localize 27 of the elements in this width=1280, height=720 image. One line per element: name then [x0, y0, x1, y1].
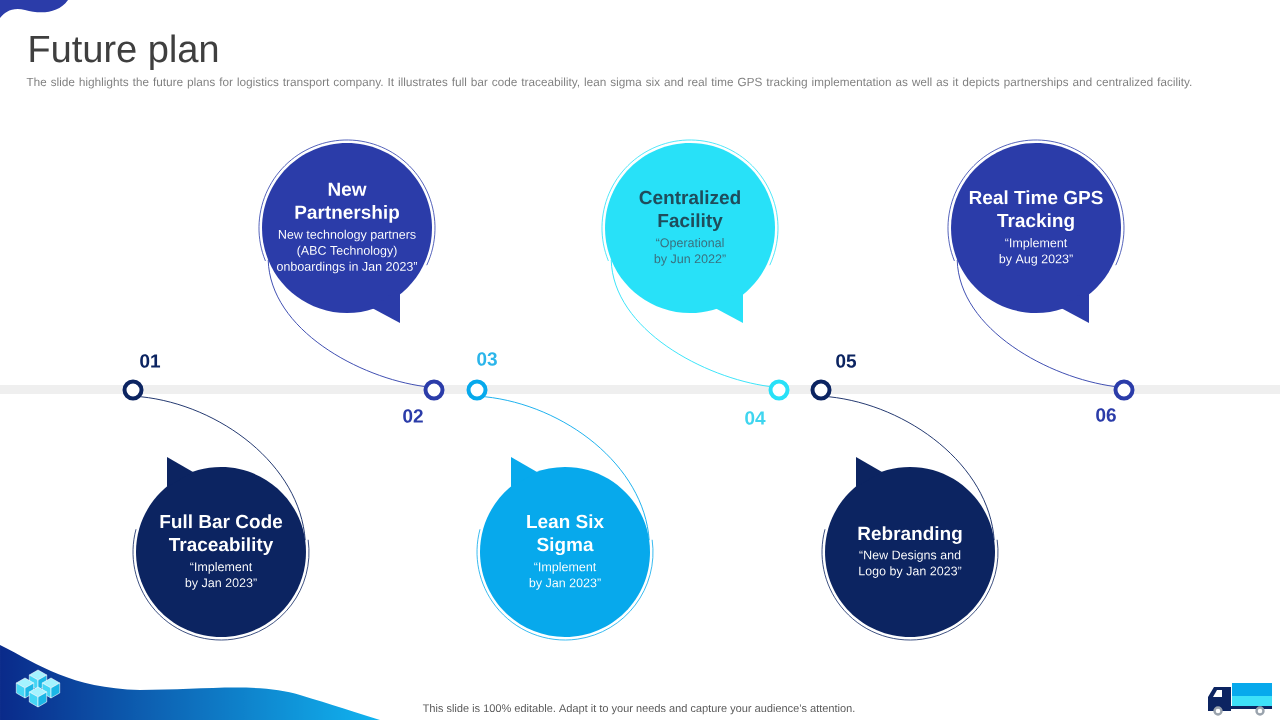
speech-bubble: Real Time GPS Tracking “Implement by Aug 2023”: [947, 139, 1125, 323]
ring-marker: [768, 379, 790, 401]
speech-bubble: Lean Six Sigma “Implement by Jan 2023”: [476, 457, 654, 641]
footer-note: This slide is 100% editable. Adapt it to your needs and capture your audience’s attention.: [422, 704, 855, 715]
leader-line: [828, 396, 995, 541]
leader-line: [956, 259, 1115, 387]
step-number: 06: [1096, 408, 1116, 422]
leader-line: [140, 396, 306, 541]
title: Future plan: [30, 34, 218, 70]
ring-marker: [122, 379, 144, 401]
ring-marker: [1113, 379, 1135, 401]
ring-marker: [423, 379, 445, 401]
speech-bubble: New Partnership New technology partners (ABC Technology) onboardings in Jan 2023”: [258, 139, 436, 323]
leader-line: [484, 396, 650, 541]
leader-line: [610, 259, 770, 387]
subtitle: The slide highlights the future plans for logistics transport company. It illustrates full bar code traceability, lean sigma six and real time GPS tracking implementation as well as it depicts partnerships and centralized facility.: [26, 77, 1192, 89]
step-number: 01: [140, 354, 161, 368]
step-number: 03: [477, 352, 497, 366]
speech-bubble: Full Bar Code Traceability “Implement by Jan 2023”: [132, 457, 310, 641]
leader-line: [267, 259, 425, 387]
step-number: 02: [403, 409, 423, 423]
step-number: 04: [745, 411, 766, 425]
step-number: 05: [836, 354, 857, 368]
speech-bubble: Centralized Facility “Operational by Jun 2022”: [601, 139, 779, 323]
speech-bubble: Rebranding “New Designs and Logo by Jan 2023”: [821, 457, 999, 641]
ring-marker: [810, 379, 832, 401]
ring-marker: [466, 379, 488, 401]
